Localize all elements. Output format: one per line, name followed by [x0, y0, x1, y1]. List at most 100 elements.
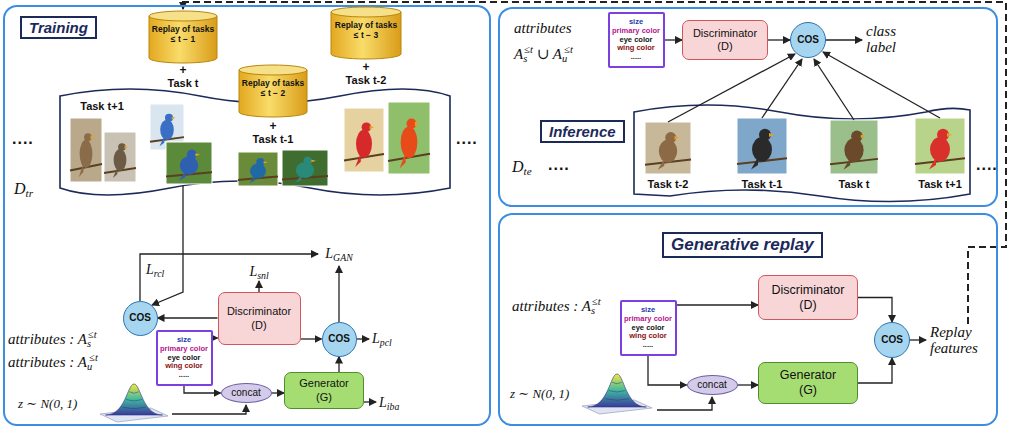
- connector: [768, 39, 790, 40]
- connector: [213, 337, 218, 338]
- math-label: z ∼ N(0, 1): [18, 396, 77, 412]
- panel-title: Inference: [540, 120, 625, 143]
- bird-photo: [344, 108, 384, 172]
- gaussian-mesh: [129, 392, 139, 394]
- flow-line: [356, 338, 369, 339]
- photo-background: [388, 102, 430, 174]
- connector: [858, 298, 892, 323]
- gaussian-surface: [105, 384, 162, 415]
- bird-tail: [929, 157, 936, 169]
- generator-box: Generator (G): [284, 372, 364, 409]
- bird-body: [160, 120, 174, 140]
- task-label: +: [179, 63, 186, 77]
- task-label: Task t+1: [80, 100, 124, 112]
- attribute-box: sizeprimary coloreye colorwing color....…: [620, 300, 677, 356]
- math-label: z ∼ N(0, 1): [510, 386, 569, 402]
- superscript: ≤t: [89, 352, 98, 363]
- replay-buffer-cylinder: Replay of tasks ≤ t − 2: [238, 64, 308, 118]
- task-label: Task t-2: [648, 178, 689, 190]
- bird-photo: [645, 122, 691, 174]
- attribute-text: .....: [179, 371, 189, 380]
- math-label: Replay features: [930, 325, 996, 357]
- bird-tail: [160, 136, 165, 146]
- cosine-similarity-circle: COS: [123, 301, 158, 336]
- photo-background: [70, 118, 102, 182]
- connector: [338, 357, 339, 373]
- connector: [665, 39, 683, 40]
- photo-background: [915, 118, 965, 174]
- attribute-box: sizeprimary coloreye colorwing color....…: [156, 330, 213, 386]
- subscript: rcl: [154, 268, 165, 279]
- math-label: attributes: [514, 20, 572, 37]
- gaussian-mesh: [609, 391, 626, 393]
- connector: [648, 356, 687, 385]
- panel-title: Training: [20, 16, 97, 39]
- cylinder-top: [149, 11, 217, 21]
- attribute-text: eye color: [632, 324, 665, 333]
- attribute-box: sizeprimary coloreye colorwing color....…: [608, 12, 665, 68]
- flow-line: [910, 339, 926, 340]
- bird-body: [114, 149, 127, 171]
- task-stream-band: [634, 105, 970, 202]
- bird-beak: [172, 116, 175, 119]
- replay-buffer-cylinder: Replay of tasks ≤ t − 1: [148, 10, 218, 64]
- connector: [184, 386, 221, 393]
- cosine-similarity-circle: COS: [322, 322, 357, 357]
- bird-body: [356, 130, 372, 158]
- node-text: COS: [881, 335, 903, 345]
- connector: [858, 358, 892, 383]
- node-text: concat: [231, 388, 260, 398]
- photo-background: [344, 108, 384, 172]
- node-text: Discriminator (D): [768, 283, 848, 313]
- bird-photo: [830, 120, 878, 174]
- gaussian-plot: [100, 384, 168, 422]
- attribute-text: wing color: [617, 44, 655, 53]
- attribute-text: .....: [643, 341, 653, 350]
- bird-body: [80, 140, 93, 168]
- bird-beak: [264, 161, 268, 163]
- task-label: Task t: [168, 77, 199, 89]
- bird-tail: [113, 167, 117, 178]
- math-label: attributes : As≤t: [8, 329, 97, 349]
- bird-photo: [388, 102, 430, 174]
- node-text: Discriminator (D): [690, 27, 760, 53]
- bird-head: [187, 150, 197, 160]
- cylinder-top: [239, 65, 307, 75]
- superscript: ≤t: [524, 44, 533, 55]
- connector: [677, 304, 759, 305]
- math-label: LGAN: [325, 246, 352, 263]
- subscript: tr: [26, 187, 33, 199]
- math-label: Liba: [379, 395, 399, 412]
- task-label: Task t+1: [918, 178, 962, 190]
- flow-line: [823, 52, 940, 118]
- attribute-text: primary color: [612, 27, 660, 36]
- subscript: snl: [257, 270, 268, 281]
- ellipsis: ....: [548, 156, 570, 174]
- subscript: GAN: [333, 252, 353, 263]
- gaussian-mesh: [612, 382, 622, 384]
- bird-head: [303, 156, 312, 165]
- bird-tail: [751, 157, 758, 169]
- bird-photo: [915, 118, 965, 174]
- replay-buffer-cylinder: Replay of tasks ≤ t − 3: [330, 6, 402, 60]
- math-label: Lsnl: [249, 264, 268, 281]
- cosine-similarity-circle: COS: [790, 22, 826, 58]
- bird-photo: [737, 118, 787, 174]
- flow-line: [258, 281, 259, 292]
- panel: Inference sizeprimary coloreye colorwing …: [498, 7, 998, 207]
- bird-body: [250, 164, 266, 179]
- cylinder-body: [331, 12, 401, 59]
- flow-line: [814, 59, 854, 120]
- bird-beak: [415, 121, 419, 126]
- bird-tail: [249, 176, 255, 183]
- flow-line: [826, 39, 862, 40]
- attribute-text: size: [629, 18, 643, 27]
- discriminator-box: Discriminator (D): [218, 292, 301, 345]
- attribute-text: primary color: [624, 315, 672, 324]
- bird-beak: [674, 136, 679, 140]
- attribute-text: size: [177, 336, 191, 345]
- gaussian-surface: [588, 374, 647, 407]
- bird-body: [844, 138, 863, 162]
